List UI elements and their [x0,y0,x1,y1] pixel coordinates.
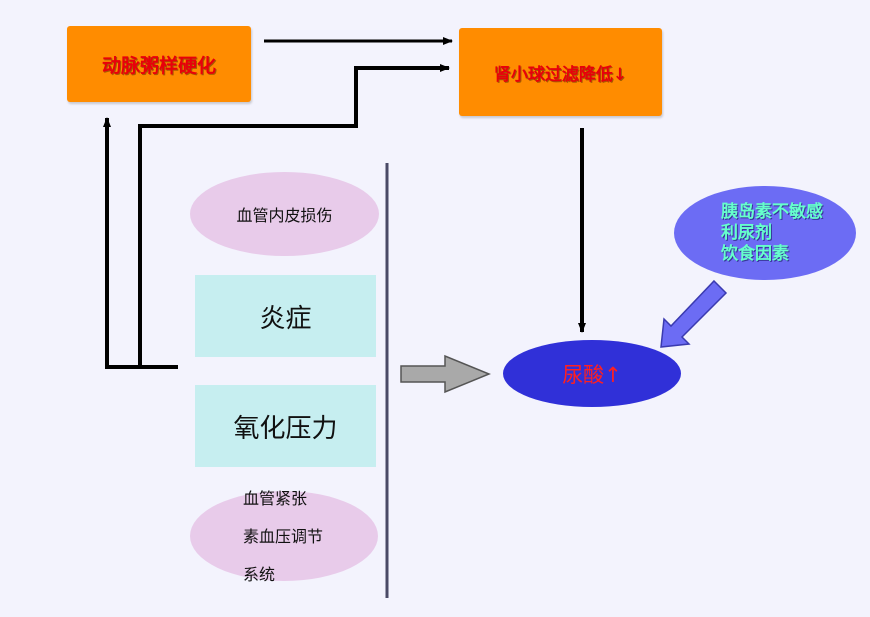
factors-line: 胰岛素不敏感 [721,201,823,222]
raas-line: 素血压调节 [242,526,323,546]
gfr-decrease-label: 肾小球过滤降低↓ [493,64,628,85]
oxidative-stress-label: 氧化压力 [233,413,338,444]
gfr-decrease-box: 肾小球过滤降低↓ [459,28,662,116]
endothelial-damage-label: 血管内皮损伤 [236,206,333,225]
inflammation-label: 炎症 [259,303,312,334]
raas-line: 系统 [242,564,275,584]
gray-arrow-to-uric-acid [400,354,491,394]
factors-line: 饮食因素 [721,243,789,264]
uric-acid-label: 尿酸↑ [562,362,622,387]
arrow-factors-to-gfr [138,64,450,367]
uric-acid-ellipse: 尿酸↑ [503,340,681,407]
arrow-factors-to-athero [103,117,178,369]
oxidative-stress-box: 氧化压力 [195,385,376,467]
factors-label: 胰岛素不敏感 利尿剂 饮食因素 [721,202,823,265]
atherosclerosis-label: 动脉粥样硬化 [101,54,216,77]
atherosclerosis-box: 动脉粥样硬化 [67,26,251,102]
raas-ellipse: 血管紧张 素血压调节 系统 [190,489,378,584]
factors-ellipse: 胰岛素不敏感 利尿剂 饮食因素 [674,186,856,280]
inflammation-box: 炎症 [195,275,376,357]
endothelial-damage-ellipse: 血管内皮损伤 [190,172,379,256]
blue-arrow-factors-to-uric-acid [660,279,728,348]
raas-line: 血管紧张 [242,488,307,508]
factors-line: 利尿剂 [721,222,772,243]
raas-label: 血管紧张 素血压调节 系统 [243,470,323,603]
